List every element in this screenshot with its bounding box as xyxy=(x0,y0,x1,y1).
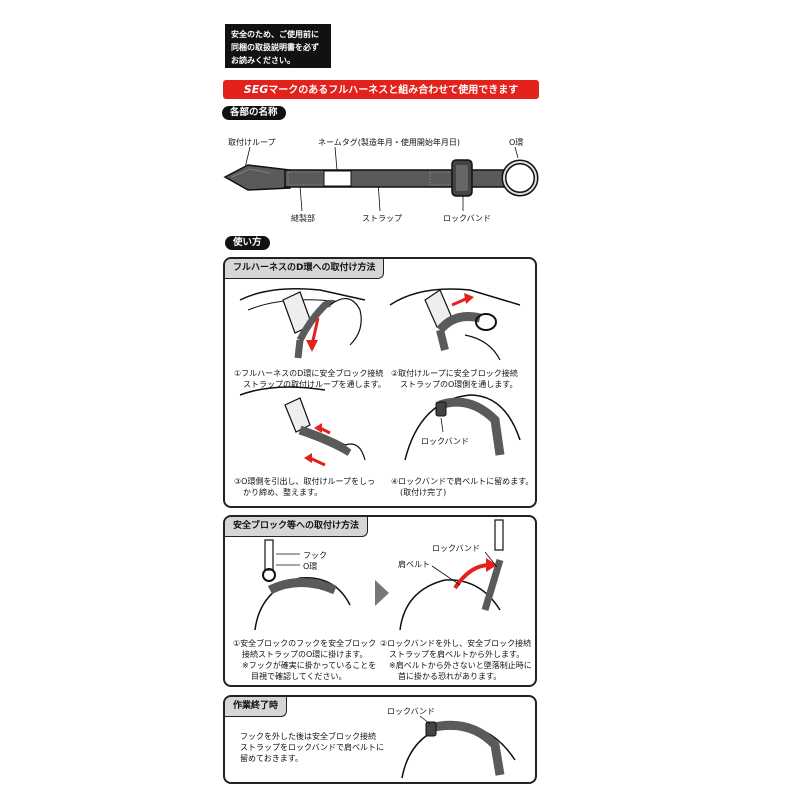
step3-text: ③O環側を引出し、取付けループをしっ かり締め、整えます。 xyxy=(234,476,375,498)
safety-warning: 安全のため、ご使用前に 同梱の取扱説明書を必ず お読みください。 xyxy=(225,24,331,68)
section-dring-title: フルハーネスのD環への取付け方法 xyxy=(225,259,385,279)
warning-line: 安全のため、ご使用前に xyxy=(231,30,319,39)
banner-text: マークのあるフルハーネスと組み合わせて使用できます xyxy=(268,85,519,96)
step-line: (取付け完了) xyxy=(400,488,447,497)
step3-illustration xyxy=(239,386,366,467)
step-line: ストラップを肩ベルトから外します。 xyxy=(389,650,525,659)
step-line: ※肩ベルトから外さないと墜落制止時に xyxy=(389,661,532,670)
step-line: 留めておきます。 xyxy=(240,754,303,763)
step2-text: ②取付けループに安全ブロック接続 ストラップのO環側を通します。 xyxy=(391,368,518,390)
block-step1-illustration xyxy=(254,539,351,631)
step-line: 首に掛かる恐れがあります。 xyxy=(398,672,502,681)
block-step1-text: ①安全ブロックのフックを安全ブロック 接続ストラップのO環に掛けます。 ※フック… xyxy=(233,638,376,682)
step-line: ※フックが確実に掛かっていることを xyxy=(242,661,377,670)
step4-illustration xyxy=(404,394,521,461)
callout-oring: O環 xyxy=(303,562,318,571)
section-dring-panel xyxy=(223,257,537,508)
callout-lockband: ロックバンド xyxy=(432,544,480,553)
callout-shoulder-belt: 肩ベルト xyxy=(398,560,430,569)
step-line: かり締め、整えます。 xyxy=(243,488,323,497)
step-line: ②ロックバンドを外し、安全ブロック接続 xyxy=(380,639,532,648)
step1-text: ①フルハーネスのD環に安全ブロック接続 ストラップの取付けループを通します。 xyxy=(234,368,386,390)
nametag-shape xyxy=(323,170,352,187)
warning-line: お読みください。 xyxy=(231,56,295,65)
step-line: ストラップをロックバンドで肩ベルトに xyxy=(240,743,384,752)
end-lockband-callout: ロックバンド xyxy=(387,707,435,716)
label-lockband: ロックバンド xyxy=(443,214,491,223)
next-arrow xyxy=(375,580,389,606)
step-line: ④ロックバンドで肩ベルトに留めます。 xyxy=(391,477,534,486)
label-loop: 取付けループ xyxy=(228,138,276,147)
step1-illustration xyxy=(239,288,366,359)
compatibility-banner: SEGマークのあるフルハーネスと組み合わせて使用できます xyxy=(223,80,539,99)
step-line: ①安全ブロックのフックを安全ブロック xyxy=(233,639,377,648)
step2-illustration xyxy=(389,288,521,361)
label-sewn: 縫製部 xyxy=(291,214,315,223)
step-line: ストラップのO環側を通します。 xyxy=(400,380,518,389)
step-line: ①フルハーネスのD環に安全ブロック接続 xyxy=(234,369,384,378)
usage-title: 使い方 xyxy=(225,236,270,250)
step-line: 接続ストラップのO環に掛けます。 xyxy=(242,650,368,659)
callout-hook: フック xyxy=(303,551,327,560)
section-end-title: 作業終了時 xyxy=(225,697,288,717)
warning-line: 同梱の取扱説明書を必ず xyxy=(231,43,319,52)
seg-brand: SEG xyxy=(243,83,269,96)
label-strap: ストラップ xyxy=(362,214,402,223)
section-block-title: 安全ブロック等への取付け方法 xyxy=(225,517,369,537)
label-nametag: ネームタグ(製造年月・使用開始年月日) xyxy=(318,138,461,147)
block-step2-text: ②ロックバンドを外し、安全ブロック接続 ストラップを肩ベルトから外します。 ※肩… xyxy=(380,638,532,682)
step-line: 目視で確認してください。 xyxy=(251,672,347,681)
step4-lockband-callout: ロックバンド xyxy=(421,437,469,446)
strap-diagram xyxy=(223,146,539,212)
step4-text: ④ロックバンドで肩ベルトに留めます。 (取付け完了) xyxy=(391,476,533,498)
block-step2-illustration xyxy=(399,519,504,631)
parts-title: 各部の名称 xyxy=(222,106,286,120)
end-text: フックを外した後は安全ブロック接続 ストラップをロックバンドで肩ベルトに 留めて… xyxy=(240,731,384,764)
step-line: ③O環側を引出し、取付けループをしっ xyxy=(234,477,375,486)
step-line: フックを外した後は安全ブロック接続 xyxy=(240,732,376,741)
step-line: ②取付けループに安全ブロック接続 xyxy=(391,369,518,378)
step-line: ストラップの取付けループを通します。 xyxy=(243,380,386,389)
label-oring: O環 xyxy=(509,138,524,147)
